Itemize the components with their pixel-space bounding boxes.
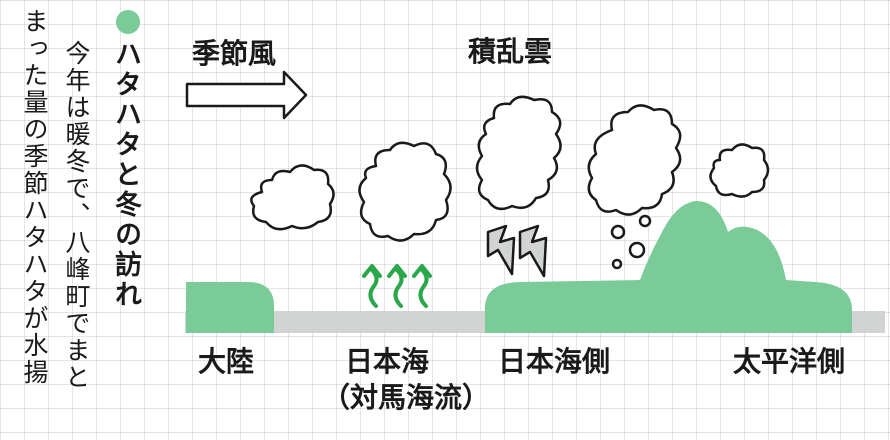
bubble-icon [638, 214, 652, 228]
lightning-icon [518, 224, 548, 278]
rising-vapor-arrow-icon [362, 264, 382, 308]
cloud-icon [709, 143, 770, 198]
bubble-icon [611, 258, 623, 270]
bubble-icon [628, 241, 646, 259]
japan-sea-side-label: 日本海側 [498, 345, 611, 378]
rising-vapor-arrow-icon [387, 264, 407, 308]
sea-label: 日本海 [345, 345, 430, 378]
current-label: （対馬海流） [322, 381, 491, 414]
bullet-dot-icon [116, 10, 140, 34]
japan-landmass [485, 200, 852, 333]
rising-vapor-arrow-icon [412, 264, 432, 308]
cloud-icon [475, 95, 562, 211]
bubble-icon [610, 224, 626, 240]
wind-arrow-icon [185, 70, 308, 120]
cumulonimbus-label: 積乱雲 [468, 35, 553, 68]
wind-label: 季節風 [192, 37, 277, 70]
continent-label: 大陸 [198, 345, 255, 378]
continent-block [186, 282, 274, 333]
article-body-col2: 今年は暖冬で、八峰町でまと [62, 40, 91, 391]
cloud-icon [587, 104, 682, 216]
lightning-icon [486, 224, 516, 276]
article-body-col1: まった量の季節ハタハタが水揚 [20, 8, 49, 386]
pacific-side-label: 太平洋側 [733, 345, 846, 378]
cloud-icon [250, 164, 335, 231]
article-heading: ハタハタと冬の訪れ [110, 40, 141, 310]
cloud-icon [358, 141, 452, 242]
